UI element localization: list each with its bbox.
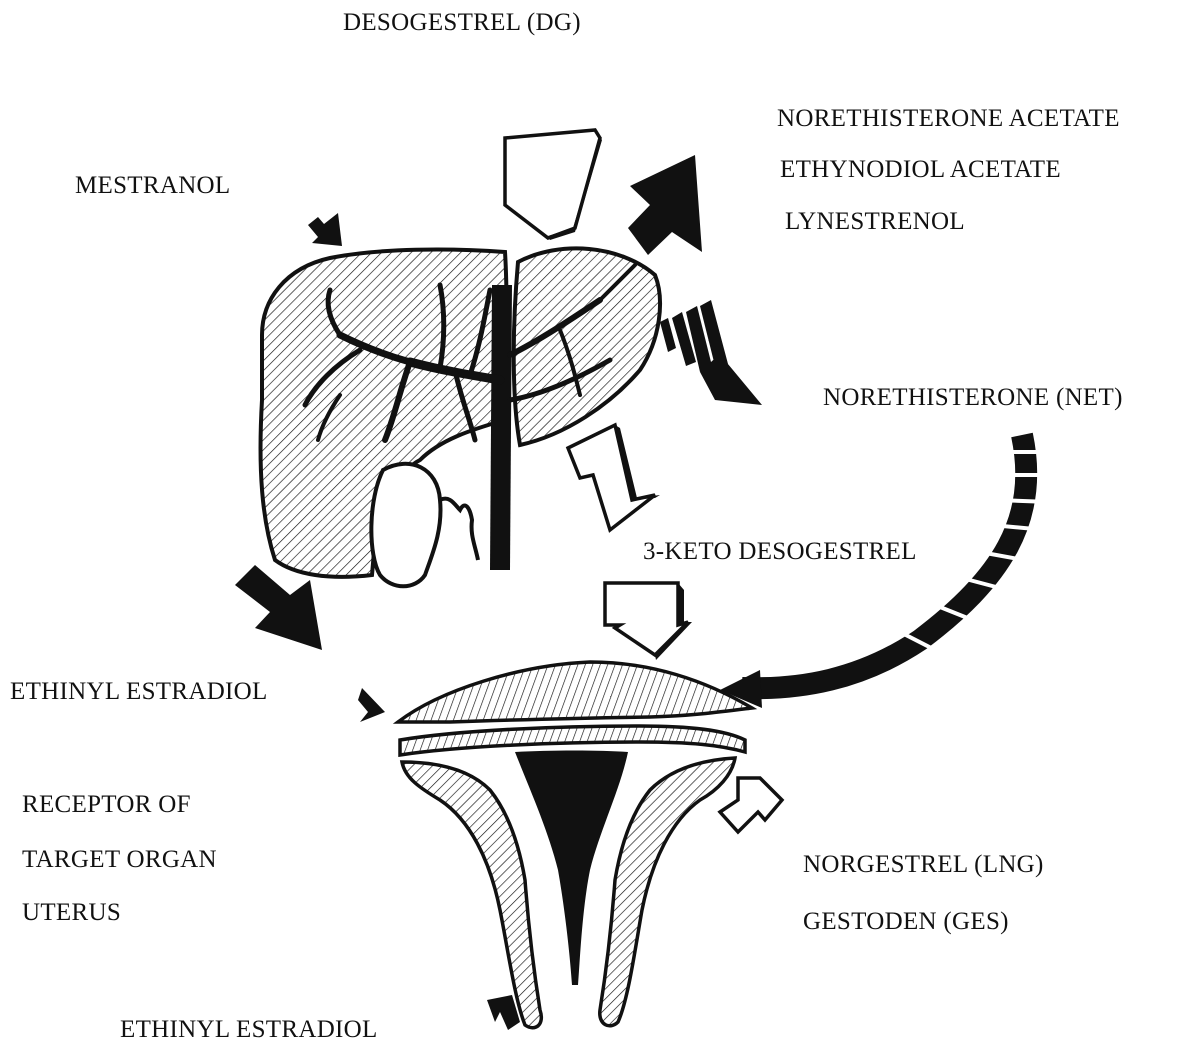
arrow-ethinyl-estradiol-upper-in	[358, 688, 385, 722]
arrow-keto-desogestrel	[568, 425, 660, 530]
arrow-progestins-in	[628, 155, 702, 255]
label-3-keto-desogestrel: 3-KETO DESOGESTREL	[643, 539, 917, 564]
bile-duct	[440, 499, 478, 560]
liver-lobe-right	[514, 248, 660, 445]
arrow-keto-to-uterus	[605, 583, 692, 660]
label-norethisterone-acetate: NORETHISTERONE ACETATE	[777, 106, 1120, 131]
label-mestranol: MESTRANOL	[75, 173, 230, 198]
label-uterus: UTERUS	[22, 900, 121, 925]
uterus-wall-right	[600, 758, 735, 1026]
label-desogestrel: DESOGESTREL (DG)	[343, 10, 581, 35]
portal-vein	[490, 285, 512, 570]
arrow-desogestrel-in	[505, 130, 602, 240]
label-lynestrenol: LYNESTRENOL	[785, 209, 965, 234]
label-ethinyl-estradiol-upper: ETHINYL ESTRADIOL	[10, 679, 268, 704]
label-norgestrel: NORGESTREL (LNG)	[803, 852, 1044, 877]
gallbladder	[371, 464, 440, 586]
label-ethinyl-estradiol-lower: ETHINYL ESTRADIOL	[120, 1017, 378, 1042]
arrow-mestranol-in	[308, 213, 342, 246]
label-ethynodiol-acetate: ETHYNODIOL ACETATE	[780, 157, 1061, 182]
arrow-ethinyl-estradiol-lower-in	[487, 995, 520, 1030]
label-target-organ: TARGET ORGAN	[22, 847, 217, 872]
label-gestoden: GESTODEN (GES)	[803, 909, 1009, 934]
arrow-net-curve	[720, 435, 1052, 708]
arrow-norgestrel-in	[720, 778, 782, 832]
uterus-illustration	[398, 662, 752, 1028]
label-receptor-of: RECEPTOR OF	[22, 792, 191, 817]
arrow-norethisterone-out	[660, 300, 762, 405]
uterus-wall-left	[402, 762, 541, 1028]
label-norethisterone: NORETHISTERONE (NET)	[823, 385, 1123, 410]
arrow-ethinyl-estradiol-out	[235, 565, 322, 650]
liver-illustration	[261, 248, 660, 586]
uterus-fundus	[398, 662, 752, 722]
